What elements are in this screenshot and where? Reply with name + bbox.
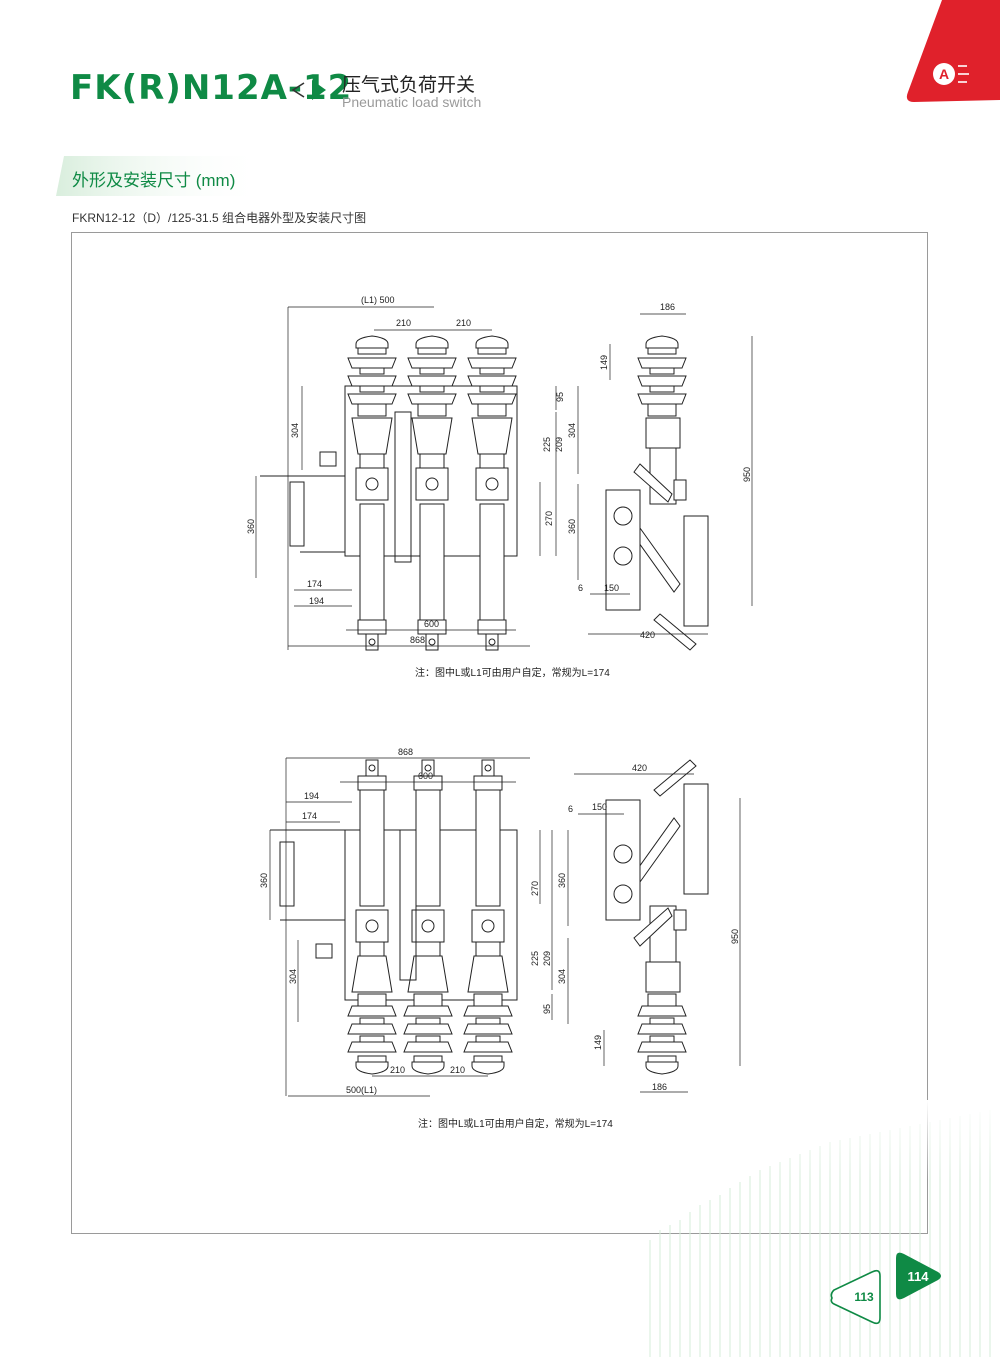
bottom-dim-210b: 210 — [450, 1065, 465, 1075]
bottom-dim-209: 209 — [542, 951, 552, 966]
brand-letter: A — [939, 66, 949, 82]
top-dim-210a: 210 — [396, 318, 411, 328]
bottom-dim-600: 600 — [418, 771, 433, 781]
play-arrow-icon — [291, 80, 326, 100]
top-dim-95: 95 — [555, 392, 565, 402]
top-dim-210b: 210 — [456, 318, 471, 328]
page-number-left: 113 — [854, 1290, 874, 1304]
drawing-note-bottom: 注：图中L或L1可由用户自定，常规为L=174 — [418, 1119, 613, 1130]
top-side-dim-150: 150 — [604, 583, 619, 593]
top-dim-270: 270 — [544, 511, 554, 526]
top-dim-174: 174 — [307, 579, 322, 589]
drawing-frame — [71, 232, 928, 1234]
top-side-dim-420: 420 — [640, 630, 655, 640]
bottom-side-dim-420: 420 — [632, 763, 647, 773]
top-dim-360: 360 — [246, 519, 256, 534]
bottom-side-dim-950: 950 — [730, 929, 740, 944]
bottom-side-dim-304: 304 — [557, 969, 567, 984]
bottom-dim-304: 304 — [288, 969, 298, 984]
bottom-dim-360: 360 — [259, 873, 269, 888]
page-left-badge-icon — [830, 1269, 881, 1325]
bottom-dim-l1: 500(L1) — [346, 1085, 377, 1095]
drawing-note-top: 注：图中L或L1可由用户自定，常规为L=174 — [415, 668, 610, 679]
bottom-dim-210a: 210 — [390, 1065, 405, 1075]
bottom-dim-194: 194 — [304, 791, 319, 801]
page-right-badge-icon — [896, 1252, 941, 1300]
bottom-dim-174: 174 — [302, 811, 317, 821]
product-title-cn: 压气式负荷开关 — [342, 75, 476, 96]
bottom-side-dim-6: 6 — [568, 804, 573, 814]
top-dim-l1: (L1) 500 — [361, 295, 395, 305]
top-side-dim-6: 6 — [578, 583, 583, 593]
bottom-dim-868: 868 — [398, 747, 413, 757]
bottom-side-dim-186: 186 — [652, 1082, 667, 1092]
top-dim-868: 868 — [410, 635, 425, 645]
bottom-side-dim-360: 360 — [557, 873, 567, 888]
bottom-dim-270: 270 — [530, 881, 540, 896]
product-code: FK(R)N12A-12 — [70, 68, 353, 108]
top-side-dim-360: 360 — [567, 519, 577, 534]
figure-caption: FKRN12-12（D）/125-31.5 组合电器外型及安装尺寸图 — [72, 211, 367, 225]
section-title-bg — [56, 156, 266, 196]
section-title: 外形及安装尺寸 (mm) — [72, 171, 236, 190]
page-number-right: 114 — [907, 1269, 929, 1284]
bottom-dim-95: 95 — [542, 1004, 552, 1014]
top-dim-209: 209 — [554, 437, 564, 452]
top-side-dim-304: 304 — [567, 423, 577, 438]
brand-logo-icon: A — [906, 0, 1000, 102]
top-dim-194: 194 — [309, 596, 324, 606]
top-side-dim-186: 186 — [660, 302, 675, 312]
bottom-side-dim-150: 150 — [592, 802, 607, 812]
product-title-en: Pneumatic load switch — [342, 94, 482, 110]
bottom-dim-225: 225 — [530, 951, 540, 966]
bottom-side-dim-149: 149 — [593, 1035, 603, 1050]
top-side-dim-149: 149 — [599, 355, 609, 370]
top-dim-600: 600 — [424, 619, 439, 629]
top-dim-304: 304 — [290, 423, 300, 438]
top-side-dim-950: 950 — [742, 467, 752, 482]
top-dim-225: 225 — [542, 437, 552, 452]
